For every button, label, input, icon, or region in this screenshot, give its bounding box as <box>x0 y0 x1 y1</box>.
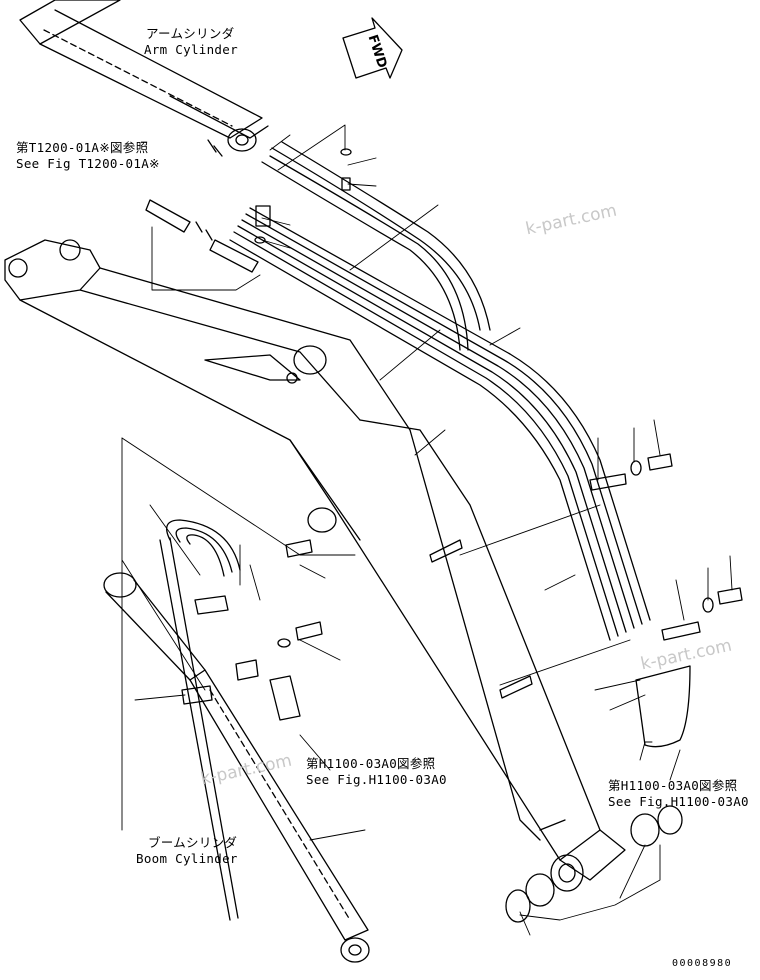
hardware-lower <box>181 453 743 923</box>
boom <box>4 239 626 892</box>
ref-t1200-label-jp: 第T1200-01A※図参照 <box>16 140 149 155</box>
boom-cylinder-label-jp: ブームシリンダ <box>148 835 238 850</box>
leader-lines <box>121 124 733 936</box>
fwd-arrow <box>342 17 403 79</box>
boom-cylinder-label-en: Boom Cylinder <box>136 851 238 866</box>
arm-cylinder-label-en: Arm Cylinder <box>144 42 238 57</box>
boom-cylinder <box>103 519 370 963</box>
arm-cylinder-label-jp: アームシリンダ <box>146 26 235 41</box>
arm-cylinder <box>19 0 269 157</box>
arm-hoses <box>229 141 651 641</box>
ref-h1100-left-label-en: See Fig.H1100-03A0 <box>306 772 447 787</box>
ref-h1100-left-label-jp: 第H1100-03A0図参照 <box>306 756 436 771</box>
hardware-top <box>145 148 352 273</box>
ref-t1200-label-en: See Fig T1200-01A※ <box>16 156 160 171</box>
ref-h1100-right-label-jp: 第H1100-03A0図参照 <box>608 778 738 793</box>
drawing-code: 00008980 <box>672 958 733 969</box>
ref-h1100-right-label-en: See Fig.H1100-03A0 <box>608 794 749 809</box>
